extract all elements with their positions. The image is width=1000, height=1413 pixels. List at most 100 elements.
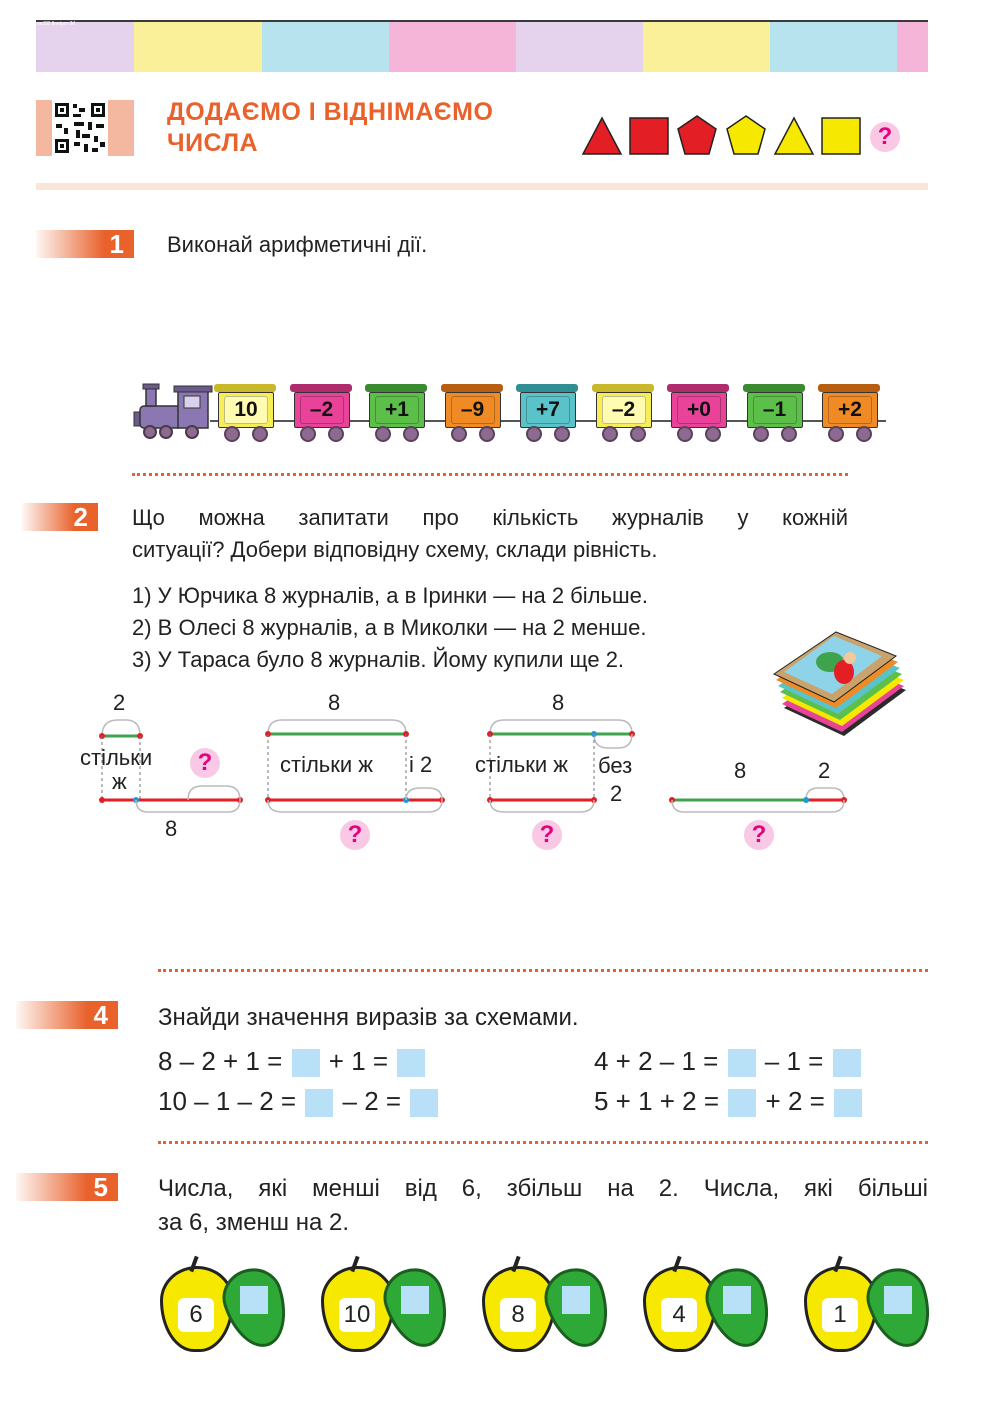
pear-number: 6 (178, 1298, 214, 1332)
magazines-stack-icon (772, 631, 906, 736)
expression-start: 10 – 1 – 2 = (158, 1086, 297, 1116)
expression-start: 5 + 1 + 2 = (594, 1086, 720, 1116)
schema2-question-mark: ? (340, 820, 370, 850)
answer-box[interactable] (723, 1286, 751, 1314)
train-wagon: +7 (516, 384, 578, 430)
schema3-question-mark: ? (532, 820, 562, 850)
triangle-red-icon (581, 116, 623, 155)
schema1-middle-line2: ж (112, 769, 127, 794)
train-wagon: +0 (667, 384, 729, 430)
task2-item-1: 1) У Юрчика 8 журналів, а в Іринки — на … (132, 583, 648, 608)
schema1-top-label: 2 (113, 690, 126, 715)
schema3-lines (487, 719, 635, 813)
wheel-icon (554, 426, 570, 442)
header-question-mark: ? (870, 122, 900, 152)
answer-box[interactable] (562, 1286, 590, 1314)
divider-3 (158, 1141, 928, 1144)
answer-box[interactable] (727, 1049, 756, 1078)
schema3-right-label: без 2 (598, 752, 632, 808)
answer-box[interactable] (401, 1286, 429, 1314)
wagon-label: +7 (526, 396, 570, 424)
expression-row: 10 – 1 – 2 = – 2 = (158, 1084, 440, 1118)
page-title-line2: ЧИСЛА (167, 129, 259, 157)
wheel-icon (450, 426, 467, 442)
task4-number-tab: 4 (16, 1001, 118, 1029)
wagon-label: –9 (450, 396, 495, 424)
schema4-right-label: 2 (818, 758, 831, 783)
task5-number: 5 (93, 1172, 108, 1202)
qr-code-panel[interactable] (36, 100, 134, 156)
header-stripe-segment (389, 22, 516, 72)
wagon-roof (289, 384, 352, 392)
expression-start: 4 + 2 – 1 = (594, 1046, 719, 1076)
header-stripe-segment (262, 22, 389, 72)
expression-start: 8 – 2 + 1 = (158, 1046, 283, 1076)
wagon-roof (742, 384, 805, 392)
square-red-icon (629, 117, 669, 155)
schema4-question-mark: ? (744, 820, 774, 850)
answer-box[interactable] (832, 1049, 861, 1078)
wagon-roof (365, 384, 427, 392)
schema3-right-line1: без (598, 753, 633, 778)
expression-row: 5 + 1 + 2 = + 2 = (594, 1084, 864, 1118)
pear-number: 8 (500, 1298, 536, 1332)
expression-row: 4 + 2 – 1 = – 1 = (594, 1044, 863, 1078)
wagon-label: +0 (677, 396, 721, 424)
divider-1 (132, 473, 848, 476)
wagon-label: –2 (299, 396, 344, 424)
wheel-icon (375, 426, 391, 442)
answer-box[interactable] (884, 1286, 912, 1314)
expression-row: 8 – 2 + 1 = + 1 = (158, 1044, 427, 1078)
wagon-label: +1 (375, 396, 419, 424)
wheel-icon (478, 426, 495, 442)
divider-2 (158, 969, 928, 972)
wheel-icon (856, 426, 872, 442)
wagon-roof (214, 384, 276, 392)
triangle-yellow-icon (773, 116, 815, 155)
answer-box[interactable] (410, 1089, 439, 1118)
wheel-icon (601, 426, 618, 442)
answer-box[interactable] (397, 1049, 426, 1078)
wheel-icon (629, 426, 646, 442)
answer-box[interactable] (834, 1089, 863, 1118)
wheel-icon (780, 426, 797, 442)
wheel-icon (403, 426, 419, 442)
wheel-icon (299, 426, 316, 442)
task2-items: 1) У Юрчика 8 журналів, а в Іринки — на … (132, 580, 648, 676)
wagon-roof (818, 384, 880, 392)
task5-text-line2: за 6, зменш на 2. (158, 1209, 350, 1236)
expression-mid: – 1 = (764, 1046, 824, 1076)
task4-text: Знайди значення виразів за схемами. (158, 1004, 579, 1031)
pentagon-red-icon (677, 115, 717, 155)
wagon-label: +2 (828, 396, 872, 424)
schema2-middle-label: стільки ж (280, 752, 374, 777)
task2-text-line1: Що можна запитати про кількість журналів… (132, 505, 848, 530)
schema3-top-label: 8 (552, 690, 565, 715)
train-wagon: +1 (365, 384, 427, 430)
wheel-icon (252, 426, 268, 442)
header-tiny-text: mrZZI Ikvrtpm IM (37, 21, 76, 27)
schema4-left-label: 8 (734, 758, 747, 783)
wagon-roof (440, 384, 503, 392)
header-stripe-segment (897, 22, 928, 72)
square-yellow-icon (821, 117, 861, 155)
schema3-middle-label: стільки ж (475, 752, 569, 777)
pear-number: 4 (661, 1298, 697, 1332)
wheel-icon (828, 426, 844, 442)
task5-text: Числа, які менші від 6, збільш на 2. Чис… (158, 1172, 928, 1240)
answer-box[interactable] (728, 1089, 757, 1118)
answer-box[interactable] (240, 1286, 268, 1314)
task2-number-tab: 2 (22, 503, 98, 531)
shapes-row (581, 115, 861, 155)
task4-number: 4 (93, 1000, 108, 1030)
train-wagon: –2 (591, 384, 654, 430)
task5-number-tab: 5 (16, 1173, 118, 1201)
schema2-right-label: і 2 (409, 752, 433, 777)
expression-mid: – 2 = (342, 1086, 402, 1116)
header-separator (36, 183, 928, 190)
wheel-icon (224, 426, 240, 442)
page-title-line1: ДОДАЄМО І ВІДНІМАЄМО (167, 98, 494, 126)
wheel-icon (677, 426, 693, 442)
answer-box[interactable] (291, 1049, 320, 1078)
answer-box[interactable] (305, 1089, 334, 1118)
